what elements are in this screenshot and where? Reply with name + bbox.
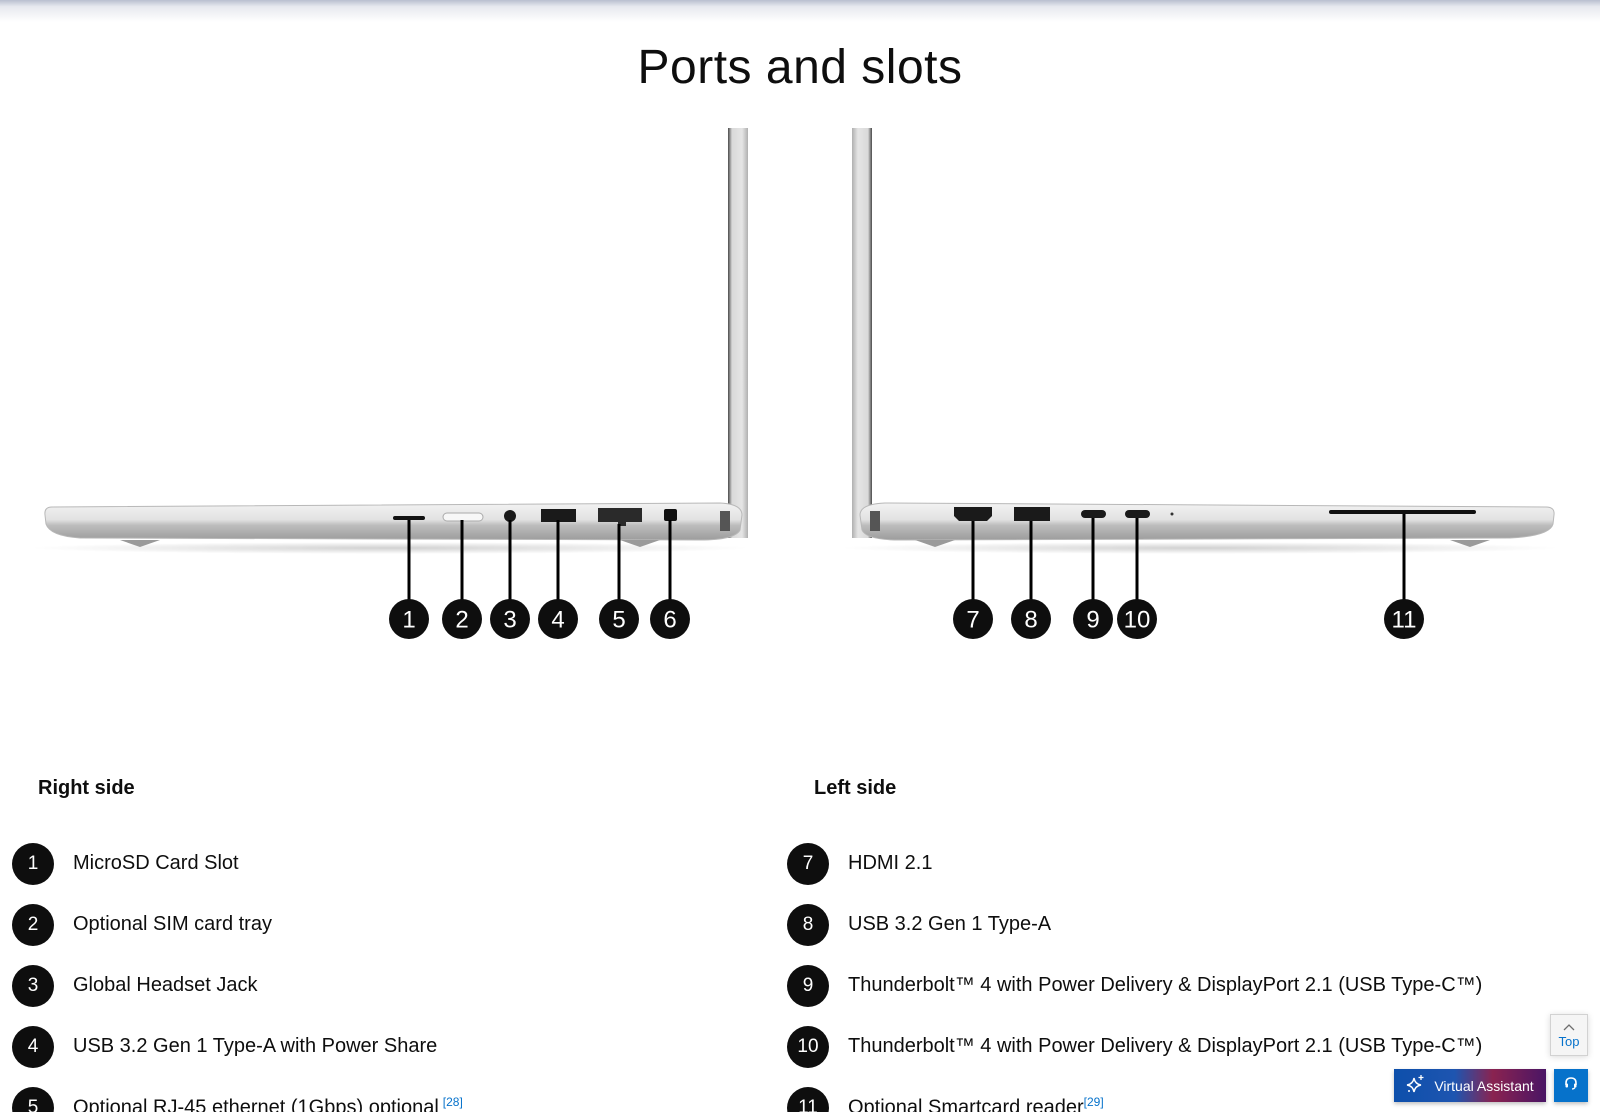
port-label-text: Thunderbolt™ 4 with Power Delivery & Dis…	[848, 1035, 1483, 1057]
left-side-heading: Left side	[814, 777, 897, 799]
callout-marker	[650, 599, 690, 639]
back-to-top-label: Top	[1558, 1033, 1580, 1049]
port-number-badge: 7	[787, 842, 829, 885]
port-list-item: 9 Thunderbolt™ 4 with Power Delivery & D…	[787, 955, 1482, 1016]
port-number-badge: 8	[787, 903, 829, 946]
port-label-text: MicroSD Card Slot	[73, 852, 239, 874]
virtual-assistant-label: Virtual Assistant	[1434, 1077, 1534, 1094]
sim-tray	[442, 512, 484, 522]
callout-marker	[599, 599, 639, 639]
callout-marker	[953, 599, 993, 639]
callout-number: 9	[1086, 607, 1099, 634]
port-label: MicroSD Card Slot	[73, 852, 239, 875]
footnote-link[interactable]: [28]	[442, 1095, 463, 1110]
back-to-top-button[interactable]: Top	[1550, 1014, 1588, 1056]
port-number-badge: 4	[12, 1025, 54, 1068]
callout-marker	[538, 599, 578, 639]
port-number-badge: 2	[12, 903, 54, 946]
smartcard-slot	[1329, 510, 1476, 514]
laptop-side-views: 1 2 3 4 5 6 7 8 9 10 11	[30, 128, 1560, 639]
port-number-badge: 11	[787, 1086, 829, 1112]
port-list-item: 1 MicroSD Card Slot	[12, 833, 463, 894]
right-side-port-list: 1 MicroSD Card Slot 2 Optional SIM card …	[12, 833, 463, 1112]
security-slot	[664, 509, 677, 521]
header-shadow	[0, 0, 1600, 22]
port-label: Optional RJ-45 ethernet (1Gbps) optional…	[73, 1095, 463, 1112]
callout-number: 3	[503, 607, 516, 634]
port-label-text: Global Headset Jack	[73, 974, 258, 996]
support-headset-button[interactable]	[1554, 1069, 1588, 1102]
port-list-item: 7 HDMI 2.1	[787, 833, 1482, 894]
page-title: Ports and slots	[637, 41, 963, 94]
callout-marker	[442, 599, 482, 639]
callout-marker	[1073, 599, 1113, 639]
port-list-item: 11 Optional Smartcard reader[29]	[787, 1077, 1482, 1112]
callout-number: 6	[663, 607, 676, 634]
port-label: Thunderbolt™ 4 with Power Delivery & Dis…	[848, 1035, 1482, 1058]
usb-a-port	[1014, 507, 1050, 521]
port-label: HDMI 2.1	[848, 852, 932, 875]
port-number-badge: 3	[12, 964, 54, 1007]
virtual-assistant-button[interactable]: Virtual Assistant	[1394, 1069, 1546, 1102]
left-side-port-list: 7 HDMI 2.1 8 USB 3.2 Gen 1 Type-A 9 Thun…	[787, 833, 1482, 1112]
port-number-badge: 9	[787, 964, 829, 1007]
usb-c-port	[1081, 510, 1106, 518]
headset-jack	[504, 510, 516, 522]
port-label: Global Headset Jack	[73, 974, 258, 997]
callout-number: 2	[455, 607, 468, 634]
usb-a-port	[541, 509, 576, 522]
port-number-badge: 10	[787, 1025, 829, 1068]
right-side-laptop: 1 2 3 4 5 6	[30, 128, 750, 639]
callout-marker	[1384, 599, 1424, 639]
callout-number: 7	[966, 607, 979, 634]
left-side-laptop: 7 8 9 10 11	[840, 128, 1560, 639]
port-label: Optional Smartcard reader[29]	[848, 1095, 1104, 1112]
right-side-heading: Right side	[38, 777, 135, 799]
usb-c-port	[1125, 510, 1150, 518]
laptop-illustration: 1 2 3 4 5 6 7 8 9 10 11	[0, 120, 1600, 680]
port-label: USB 3.2 Gen 1 Type-A with Power Share	[73, 1035, 437, 1058]
callout-marker	[1117, 599, 1157, 639]
callout-number: 11	[1392, 607, 1417, 634]
port-number-badge: 1	[12, 842, 54, 885]
chevron-up-icon	[1563, 1022, 1575, 1034]
port-label-text: Optional SIM card tray	[73, 913, 272, 935]
headset-icon	[1564, 1076, 1578, 1095]
callout-marker	[389, 599, 429, 639]
port-number-badge: 5	[12, 1086, 54, 1112]
port-label-text: HDMI 2.1	[848, 852, 933, 874]
laptop-lid	[852, 128, 872, 538]
port-label-text: USB 3.2 Gen 1 Type-A with Power Share	[73, 1035, 438, 1057]
callout-number: 10	[1124, 607, 1151, 634]
laptop-lid	[728, 128, 748, 538]
port-list-item: 2 Optional SIM card tray	[12, 894, 463, 955]
sparkle-icon	[1406, 1074, 1426, 1097]
hdmi-port	[954, 507, 992, 521]
callout-number: 5	[612, 607, 625, 634]
port-list-item: 5 Optional RJ-45 ethernet (1Gbps) option…	[12, 1077, 463, 1112]
port-label: USB 3.2 Gen 1 Type-A	[848, 913, 1051, 936]
port-list-item: 10 Thunderbolt™ 4 with Power Delivery & …	[787, 1016, 1482, 1077]
rj45-port	[598, 508, 642, 522]
port-list-item: 4 USB 3.2 Gen 1 Type-A with Power Share	[12, 1016, 463, 1077]
port-list-item: 3 Global Headset Jack	[12, 955, 463, 1016]
port-list-item: 8 USB 3.2 Gen 1 Type-A	[787, 894, 1482, 955]
footnote-link[interactable]: [29]	[1083, 1095, 1104, 1110]
port-label: Optional SIM card tray	[73, 913, 272, 936]
port-label-text: USB 3.2 Gen 1 Type-A	[848, 913, 1052, 935]
port-label-text: Optional RJ-45 ethernet (1Gbps) optional	[73, 1096, 439, 1112]
callout-number: 1	[402, 607, 415, 634]
port-label: Thunderbolt™ 4 with Power Delivery & Dis…	[848, 974, 1482, 997]
callout-number: 8	[1024, 607, 1037, 634]
port-label-text: Optional Smartcard reader	[848, 1096, 1084, 1112]
callout-marker	[1011, 599, 1051, 639]
microsd-slot	[393, 516, 425, 520]
callout-marker	[490, 599, 530, 639]
callout-number: 4	[551, 607, 564, 634]
port-label-text: Thunderbolt™ 4 with Power Delivery & Dis…	[848, 974, 1483, 996]
